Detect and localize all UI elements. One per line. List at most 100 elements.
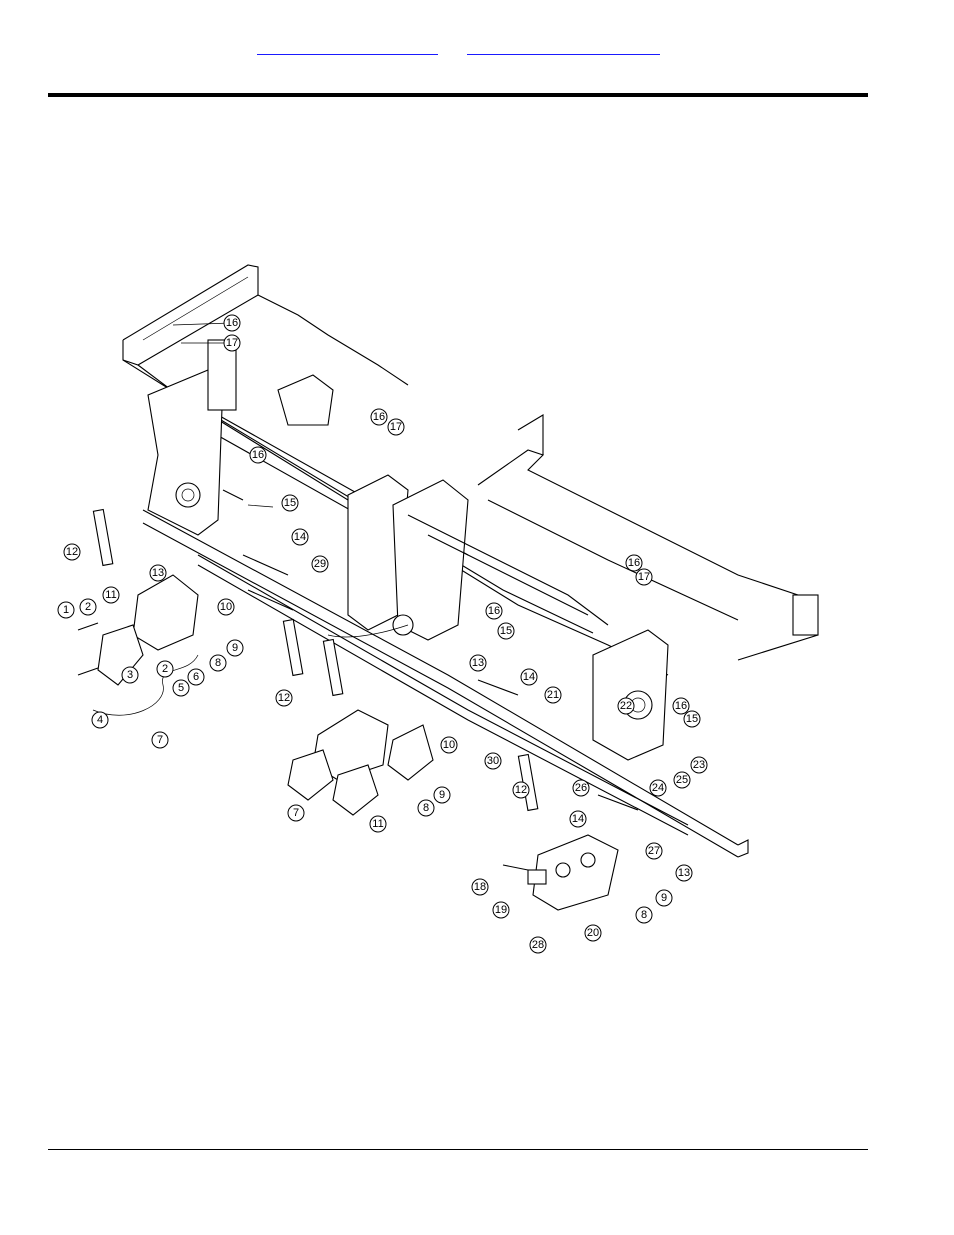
svg-text:20: 20 xyxy=(587,927,599,939)
callout-16-b[interactable]: 16 xyxy=(370,408,388,426)
callout-3[interactable]: 3 xyxy=(121,666,139,684)
callout-16[interactable]: 16 xyxy=(223,314,241,332)
callout-9-b[interactable]: 9 xyxy=(433,786,451,804)
callout-15[interactable]: 15 xyxy=(281,494,299,512)
parts-exploded-diagram: 1 2 3 4 5 6 7 8 9 10 11 12 13 14 15 16 1… xyxy=(57,264,819,954)
callout-14-b[interactable]: 14 xyxy=(520,668,538,686)
svg-text:23: 23 xyxy=(693,759,705,771)
callout-6[interactable]: 6 xyxy=(187,668,205,686)
top-nav-link-right[interactable] xyxy=(467,40,660,55)
svg-text:17: 17 xyxy=(390,421,402,433)
svg-text:29: 29 xyxy=(314,558,326,570)
svg-text:13: 13 xyxy=(152,567,164,579)
callout-16-f[interactable]: 16 xyxy=(672,697,690,715)
svg-text:11: 11 xyxy=(372,818,383,830)
callout-22[interactable]: 22 xyxy=(617,697,635,715)
svg-text:5: 5 xyxy=(178,682,184,694)
callout-8[interactable]: 8 xyxy=(209,654,227,672)
callout-4[interactable]: 4 xyxy=(91,711,109,729)
callout-15-f[interactable]: 15 xyxy=(683,710,701,728)
svg-text:16: 16 xyxy=(373,411,385,423)
callout-1[interactable]: 1 xyxy=(57,601,75,619)
callout-23[interactable]: 23 xyxy=(690,756,708,774)
callout-8-b[interactable]: 8 xyxy=(417,799,435,817)
callout-29[interactable]: 29 xyxy=(311,555,329,573)
callout-26[interactable]: 26 xyxy=(572,779,590,797)
callout-28[interactable]: 28 xyxy=(529,936,547,954)
svg-text:27: 27 xyxy=(648,845,660,857)
svg-text:6: 6 xyxy=(193,671,199,683)
svg-text:17: 17 xyxy=(226,337,238,349)
callout-17-b[interactable]: 17 xyxy=(387,418,405,436)
callout-13-b[interactable]: 13 xyxy=(469,654,487,672)
callout-12[interactable]: 12 xyxy=(63,543,81,561)
callout-17-d[interactable]: 17 xyxy=(635,568,653,586)
callout-2-b[interactable]: 2 xyxy=(156,660,174,678)
callout-20[interactable]: 20 xyxy=(584,924,602,942)
svg-text:18: 18 xyxy=(474,881,486,893)
callout-25[interactable]: 25 xyxy=(673,771,691,789)
svg-text:16: 16 xyxy=(488,605,500,617)
callout-15-e[interactable]: 15 xyxy=(497,622,515,640)
callout-12-c[interactable]: 12 xyxy=(512,781,530,799)
svg-text:12: 12 xyxy=(515,784,527,796)
svg-text:1: 1 xyxy=(63,604,69,616)
callout-16-d[interactable]: 16 xyxy=(625,554,643,572)
svg-text:16: 16 xyxy=(252,449,264,461)
svg-text:24: 24 xyxy=(652,782,664,794)
callout-9[interactable]: 9 xyxy=(226,639,244,657)
svg-text:17: 17 xyxy=(638,571,650,583)
callout-19[interactable]: 19 xyxy=(492,901,510,919)
callout-14-c[interactable]: 14 xyxy=(569,810,587,828)
callout-10-b[interactable]: 10 xyxy=(440,736,458,754)
callout-30[interactable]: 30 xyxy=(484,752,502,770)
cylinders xyxy=(92,508,539,812)
callout-14[interactable]: 14 xyxy=(291,528,309,546)
pins-and-bolts xyxy=(77,489,639,871)
svg-text:7: 7 xyxy=(157,734,163,746)
callout-16-c[interactable]: 16 xyxy=(249,446,267,464)
callout-13[interactable]: 13 xyxy=(149,564,167,582)
callout-12-b[interactable]: 12 xyxy=(275,689,293,707)
svg-text:26: 26 xyxy=(575,782,587,794)
svg-text:9: 9 xyxy=(232,642,238,654)
svg-text:14: 14 xyxy=(294,531,306,543)
svg-text:15: 15 xyxy=(284,497,296,509)
callout-21[interactable]: 21 xyxy=(544,686,562,704)
callout-8-c[interactable]: 8 xyxy=(635,906,653,924)
callout-7[interactable]: 7 xyxy=(151,731,169,749)
svg-text:15: 15 xyxy=(500,625,512,637)
svg-text:11: 11 xyxy=(105,589,116,601)
callout-11-b[interactable]: 11 xyxy=(369,815,387,833)
callout-13-c[interactable]: 13 xyxy=(675,864,693,882)
header-rule xyxy=(48,93,868,97)
svg-text:12: 12 xyxy=(278,692,290,704)
callout-27[interactable]: 27 xyxy=(645,842,663,860)
top-nav-link-left[interactable] xyxy=(257,40,438,55)
clamps-and-plates xyxy=(97,574,619,911)
svg-text:28: 28 xyxy=(532,939,544,951)
callout-17[interactable]: 17 xyxy=(223,334,241,352)
callout-11[interactable]: 11 xyxy=(102,586,120,604)
svg-text:25: 25 xyxy=(676,774,688,786)
svg-text:21: 21 xyxy=(547,689,559,701)
callout-2[interactable]: 2 xyxy=(79,598,97,616)
footer-rule xyxy=(48,1149,868,1150)
callout-7-b[interactable]: 7 xyxy=(287,804,305,822)
callout-10[interactable]: 10 xyxy=(217,598,235,616)
callout-5[interactable]: 5 xyxy=(172,679,190,697)
svg-text:15: 15 xyxy=(686,713,698,725)
callout-24[interactable]: 24 xyxy=(649,779,667,797)
svg-text:13: 13 xyxy=(472,657,484,669)
leader-lines xyxy=(92,322,409,716)
svg-text:10: 10 xyxy=(220,601,232,613)
svg-text:2: 2 xyxy=(162,663,168,675)
callout-18[interactable]: 18 xyxy=(471,878,489,896)
callout-16-e[interactable]: 16 xyxy=(485,602,503,620)
svg-text:13: 13 xyxy=(678,867,690,879)
svg-text:2: 2 xyxy=(85,601,91,613)
svg-text:7: 7 xyxy=(293,807,299,819)
callout-9-c[interactable]: 9 xyxy=(655,889,673,907)
svg-text:8: 8 xyxy=(423,802,429,814)
svg-text:19: 19 xyxy=(495,904,507,916)
